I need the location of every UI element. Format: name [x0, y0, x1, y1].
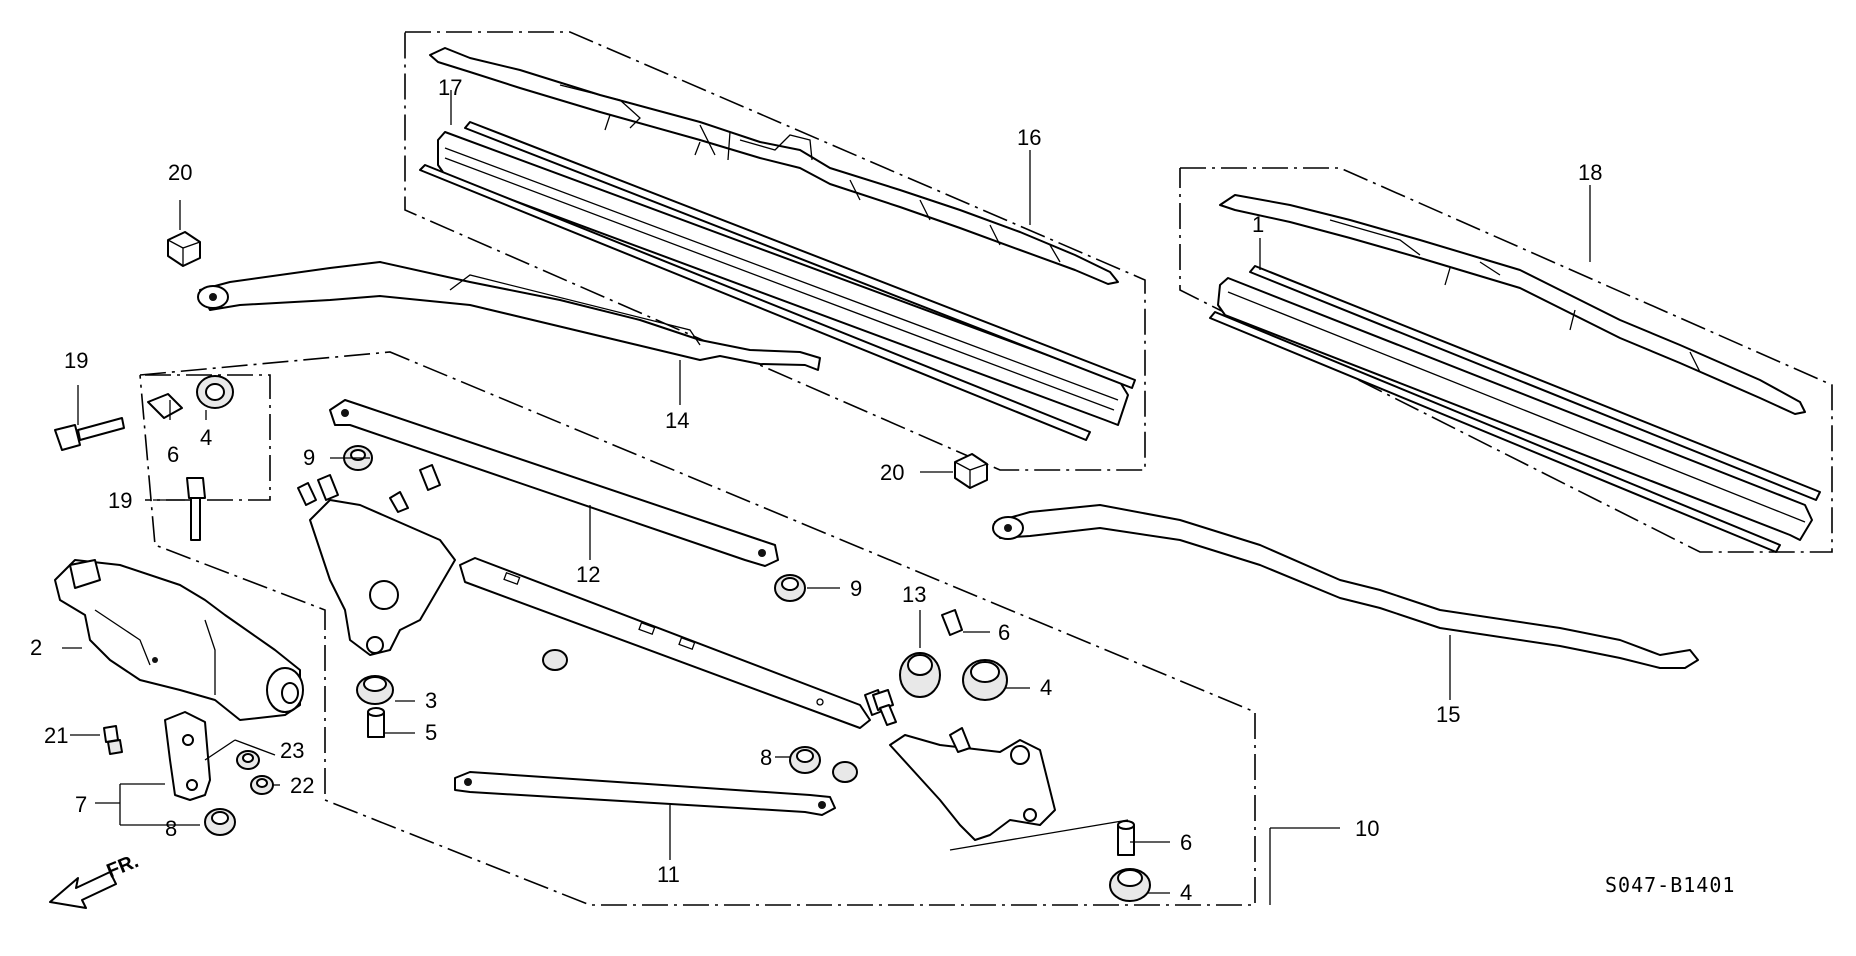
callout-14: 14 — [665, 408, 689, 433]
callout-12: 12 — [576, 562, 600, 587]
callout-2: 2 — [30, 635, 42, 660]
bushing-6c — [1117, 820, 1135, 856]
link-rod-upper — [329, 399, 779, 567]
callout-22: 22 — [290, 773, 314, 798]
nut-8b — [204, 808, 236, 836]
grommet-3 — [356, 675, 394, 705]
wiper-arm-left — [197, 261, 821, 371]
callout-4c: 4 — [1180, 880, 1192, 905]
callout-20b: 20 — [880, 460, 904, 485]
nut-9b — [774, 574, 806, 602]
callout-9a: 9 — [303, 445, 315, 470]
bushing-5 — [367, 707, 385, 738]
bolt-small — [872, 689, 897, 726]
blade-group-box-left — [404, 31, 1146, 471]
blade-group-box-right — [1179, 167, 1833, 553]
pivot-bracket-right — [864, 689, 1056, 841]
callout-8a: 8 — [760, 745, 772, 770]
callout-20a: 20 — [168, 160, 192, 185]
direction-label: FR. — [104, 850, 142, 882]
blade-rubber-right — [1209, 265, 1821, 553]
callout-15: 15 — [1436, 702, 1460, 727]
bracket-box-6-4 — [145, 374, 271, 501]
wiper-blade-right — [1219, 194, 1806, 415]
blade-rubber-left — [419, 121, 1136, 441]
callout-10: 10 — [1355, 816, 1379, 841]
motor-bracket — [164, 711, 211, 801]
wiper-arm-right — [992, 504, 1699, 669]
nut-22 — [250, 775, 274, 795]
grommet-4a — [196, 375, 234, 409]
nut-cap-20b — [954, 453, 988, 489]
link-rod-lower — [454, 771, 836, 816]
grommet-4c — [1109, 868, 1151, 902]
nut-bar — [542, 649, 858, 783]
callout-16: 16 — [1017, 125, 1041, 150]
callout-7: 7 — [75, 792, 87, 817]
pivot-bracket-left — [297, 464, 456, 656]
linkage-group-box — [139, 351, 1256, 906]
callout-4a: 4 — [200, 425, 212, 450]
callout-21: 21 — [44, 723, 68, 748]
callout-3: 3 — [425, 688, 437, 713]
callout-18: 18 — [1578, 160, 1602, 185]
callout-13: 13 — [902, 582, 926, 607]
leader-lines — [62, 90, 1591, 905]
washer-23 — [236, 750, 260, 770]
callout-19b: 19 — [108, 488, 132, 513]
callout-6a: 6 — [167, 442, 179, 467]
callout-6b: 6 — [998, 620, 1010, 645]
callout-5: 5 — [425, 720, 437, 745]
linkage-frame-bar — [459, 557, 871, 729]
diagram-code: S047-B1401 — [1605, 873, 1735, 897]
bolt-19b — [186, 477, 206, 541]
grommet-4b — [962, 659, 1008, 701]
callout-9b: 9 — [850, 576, 862, 601]
front-direction-arrow-icon: FR. — [49, 850, 142, 909]
callout-8b: 8 — [165, 816, 177, 841]
callout-4b: 4 — [1040, 675, 1052, 700]
callout-23: 23 — [280, 738, 304, 763]
grommet-13 — [899, 652, 941, 698]
callout-1: 1 — [1252, 212, 1264, 237]
nut-cap-20a — [167, 231, 201, 267]
wiper-blade-left — [429, 47, 1119, 285]
callout-6c: 6 — [1180, 830, 1192, 855]
callout-19a: 19 — [64, 348, 88, 373]
bolt-21 — [103, 725, 123, 755]
callout-11: 11 — [657, 862, 680, 887]
callout-17: 17 — [438, 75, 462, 100]
callout-numbers: 1 2 3 4 4 4 5 6 6 6 7 8 8 9 9 10 11 12 1… — [30, 75, 1602, 905]
bushing-6a — [147, 393, 183, 419]
bolt-19a — [54, 417, 125, 451]
wiper-motor — [54, 559, 304, 721]
bushing-6b — [941, 609, 963, 636]
nut-8a — [789, 746, 821, 774]
